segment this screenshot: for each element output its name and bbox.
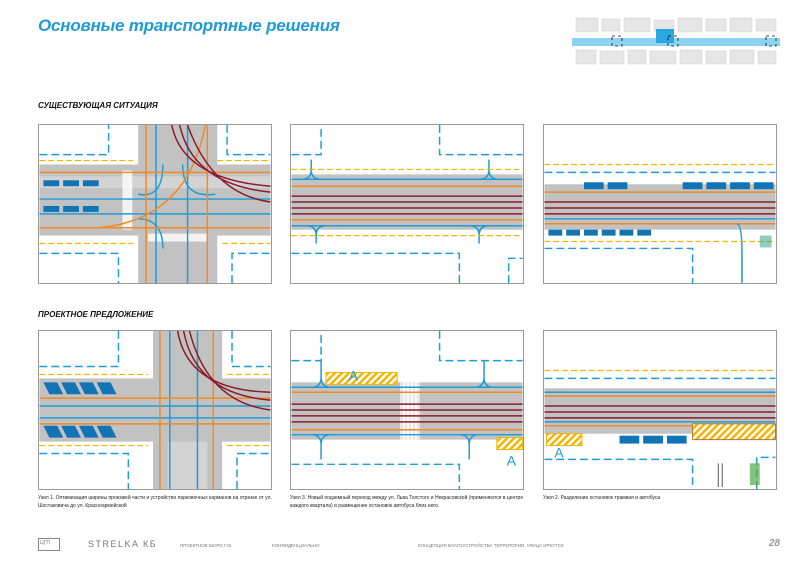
footer: ЦГП STRELKA КБ ПРОЕКТНОЕ БЮРО Г.М. КОНФИ… — [0, 536, 800, 556]
proposed-node-1-plan — [38, 330, 272, 490]
page-title: Основные транспортные решения — [38, 16, 340, 35]
cgp-logo: ЦГП — [38, 538, 60, 551]
existing-section-label: СУЩЕСТВУЮЩАЯ СИТУАЦИЯ — [38, 101, 158, 110]
strelka-logo: STRELKA КБ — [88, 539, 158, 549]
footer-confidential: КОНФИДЕНЦИАЛЬНО — [272, 543, 320, 548]
proposed-section-label: ПРОЕКТНОЕ ПРЕДЛОЖЕНИЕ — [38, 310, 154, 319]
stop-marker-a-3: A — [554, 444, 564, 460]
caption-node-3: Узел 3. Новый подземный переход между ул… — [290, 495, 524, 509]
stop-marker-a: A — [349, 367, 359, 383]
existing-node-3-plan — [290, 124, 524, 284]
key-map — [572, 16, 780, 70]
footer-concept: КОНЦЕПЦИЯ БЛАГОУСТРОЙСТВА ТЕРРИТОРИИ. УЛ… — [418, 543, 564, 548]
caption-node-1: Узел 1. Оптимизация ширины проезжей част… — [38, 495, 272, 509]
caption-node-2: Узел 2. Разделение остановок трамвая и а… — [543, 495, 661, 501]
existing-node-2-plan — [543, 124, 777, 284]
proposed-node-3-plan: A A — [290, 330, 524, 490]
page-number: 28 — [768, 538, 780, 549]
stop-marker-a-2: A — [507, 452, 517, 468]
proposed-node-2-plan: A — [543, 330, 777, 490]
footer-project: ПРОЕКТНОЕ БЮРО Г.М. — [180, 543, 233, 548]
existing-node-1-plan — [38, 124, 272, 284]
